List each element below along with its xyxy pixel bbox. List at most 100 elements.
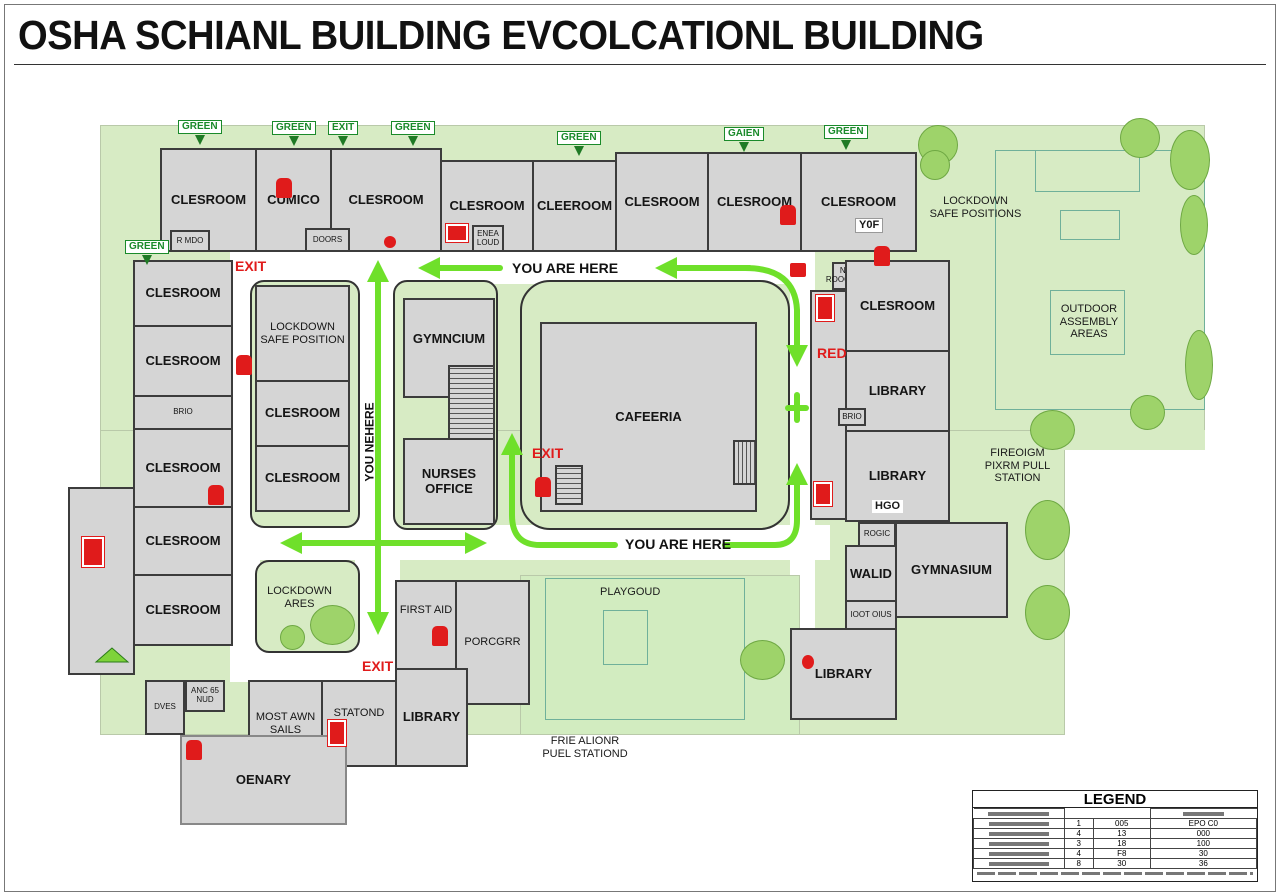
stairs — [733, 440, 757, 485]
room-small[interactable]: ROGIC — [858, 522, 896, 547]
assembly-triangle-icon — [94, 647, 130, 663]
page-title: OSHA SCHIANL BUILDING EVCOLCATIONL BUILD… — [18, 12, 984, 58]
you-are-here-label: YOU ARE HERE — [512, 260, 619, 276]
fire-extinguisher-icon — [236, 355, 252, 375]
tree-icon — [1025, 500, 1070, 560]
fire-alarm-pull-icon — [445, 223, 469, 243]
arrow-head-down — [367, 612, 389, 635]
fire-alarm-pull-icon — [327, 719, 347, 747]
you-are-here-label: YOU ARE HERE — [625, 536, 732, 552]
tree-icon — [920, 150, 950, 180]
green-exit-sign: GREEN — [125, 240, 169, 265]
arrow-head-left — [418, 257, 440, 279]
fire-alarm-pull-icon — [815, 294, 835, 322]
fire-extinguisher-icon — [384, 236, 396, 248]
room-first-aid[interactable]: FIRST AID — [395, 580, 457, 670]
room-library[interactable]: LIBRARY — [845, 430, 950, 522]
exit-label: EXIT — [362, 658, 394, 674]
room-classroom[interactable]: CLESROOM — [255, 380, 350, 447]
tree-icon — [1130, 395, 1165, 430]
fire-alarm-pull-icon — [813, 481, 833, 507]
arrow-head-left — [280, 532, 302, 554]
pull-station-label: FIREOIGM PIXRM PULL STATION — [984, 447, 1051, 485]
room-library[interactable]: LIBRARY — [395, 668, 468, 767]
fire-extinguisher-icon — [276, 178, 292, 198]
room-small[interactable]: ENEA LOUD — [472, 225, 504, 252]
room-classroom[interactable]: CLESROOM — [800, 152, 917, 252]
arrow-head-down — [786, 345, 808, 367]
fire-alarm-pull-icon — [81, 536, 105, 568]
title-divider — [14, 64, 1266, 65]
room-classroom[interactable]: CLESROOM — [707, 152, 802, 252]
green-exit-sign: GREEN — [391, 121, 435, 146]
arrow-head-left — [655, 257, 677, 279]
fire-extinguisher-icon — [208, 485, 224, 505]
exit-label: EXIT — [235, 258, 267, 274]
tree-icon — [1120, 118, 1160, 158]
room-nurses-office[interactable]: NURSES OFFICE — [403, 438, 495, 525]
room-library[interactable]: LIBRARY — [790, 628, 897, 720]
yf-sign: Y0F — [855, 218, 884, 233]
tree-icon — [310, 605, 355, 645]
room-classroom[interactable]: CLESROOM — [133, 325, 233, 397]
green-exit-sign: GREEN — [557, 131, 601, 156]
fire-extinguisher-icon — [186, 740, 202, 760]
lockdown-safe-positions-label: LOCKDOWN SAFE POSITIONS — [929, 195, 1022, 220]
red-label: RED — [817, 345, 847, 361]
route-line — [509, 442, 618, 548]
room-classroom[interactable]: CLESROOM — [133, 574, 233, 646]
green-exit-sign: GAIEN — [724, 127, 764, 152]
room-classroom[interactable]: CLEEROOM — [532, 160, 617, 252]
room-small[interactable]: IOOT OIUS — [845, 600, 897, 630]
soccer-box-top — [1035, 150, 1140, 192]
green-exit-sign: GREEN — [272, 121, 316, 146]
room-small[interactable]: BRIO — [133, 395, 233, 430]
fire-extinguisher-icon — [432, 626, 448, 646]
fire-alarm-icon — [790, 263, 806, 277]
tree-icon — [280, 625, 305, 650]
tree-icon — [740, 640, 785, 680]
page-frame — [4, 4, 1276, 892]
tree-icon — [1180, 195, 1208, 255]
green-exit-sign: GREEN — [178, 120, 222, 145]
room-classroom[interactable]: CLESROOM — [255, 445, 350, 512]
fire-extinguisher-icon — [780, 205, 796, 225]
room-oenary[interactable]: OENARY — [180, 735, 347, 825]
green-exit-sign: GREEN — [824, 125, 868, 150]
arrow-head-up — [501, 433, 523, 455]
pull-station-label: FRIE ALIONR PUEL STATIOND — [542, 735, 628, 760]
legend-note — [977, 872, 1253, 875]
room-storage[interactable]: R MDO — [170, 230, 210, 252]
stairs — [448, 365, 495, 440]
room-small[interactable]: DVES — [145, 680, 185, 735]
tree-icon — [1185, 330, 1213, 400]
fire-extinguisher-icon — [802, 655, 814, 669]
assembly-box — [1050, 290, 1125, 355]
room-doors[interactable]: DOORS — [305, 228, 350, 252]
room-small[interactable]: BRIO — [838, 408, 866, 426]
lockdown-area-label: LOCKDOWN ARES — [267, 585, 332, 610]
route-line — [722, 472, 800, 548]
room-small[interactable]: ANC 65 NUD — [185, 680, 225, 712]
exit-label: EXIT — [532, 445, 564, 461]
soccer-box-inner — [1060, 210, 1120, 240]
you-are-here-label: YOU NEHERE — [362, 402, 377, 482]
hall-right — [810, 290, 847, 520]
room-classroom[interactable]: CLESROOM — [160, 148, 257, 252]
room-gymnasium[interactable]: GYMNASIUM — [895, 522, 1008, 618]
tree-icon — [1030, 410, 1075, 450]
room-classroom[interactable]: CLESROOM — [615, 152, 709, 252]
route-line — [667, 265, 800, 358]
arrow-head-up — [786, 463, 808, 485]
west-annex — [68, 487, 135, 675]
arrow-head-right — [465, 532, 487, 554]
corridor-bottom — [230, 650, 400, 680]
arrow-head-up — [367, 260, 389, 282]
